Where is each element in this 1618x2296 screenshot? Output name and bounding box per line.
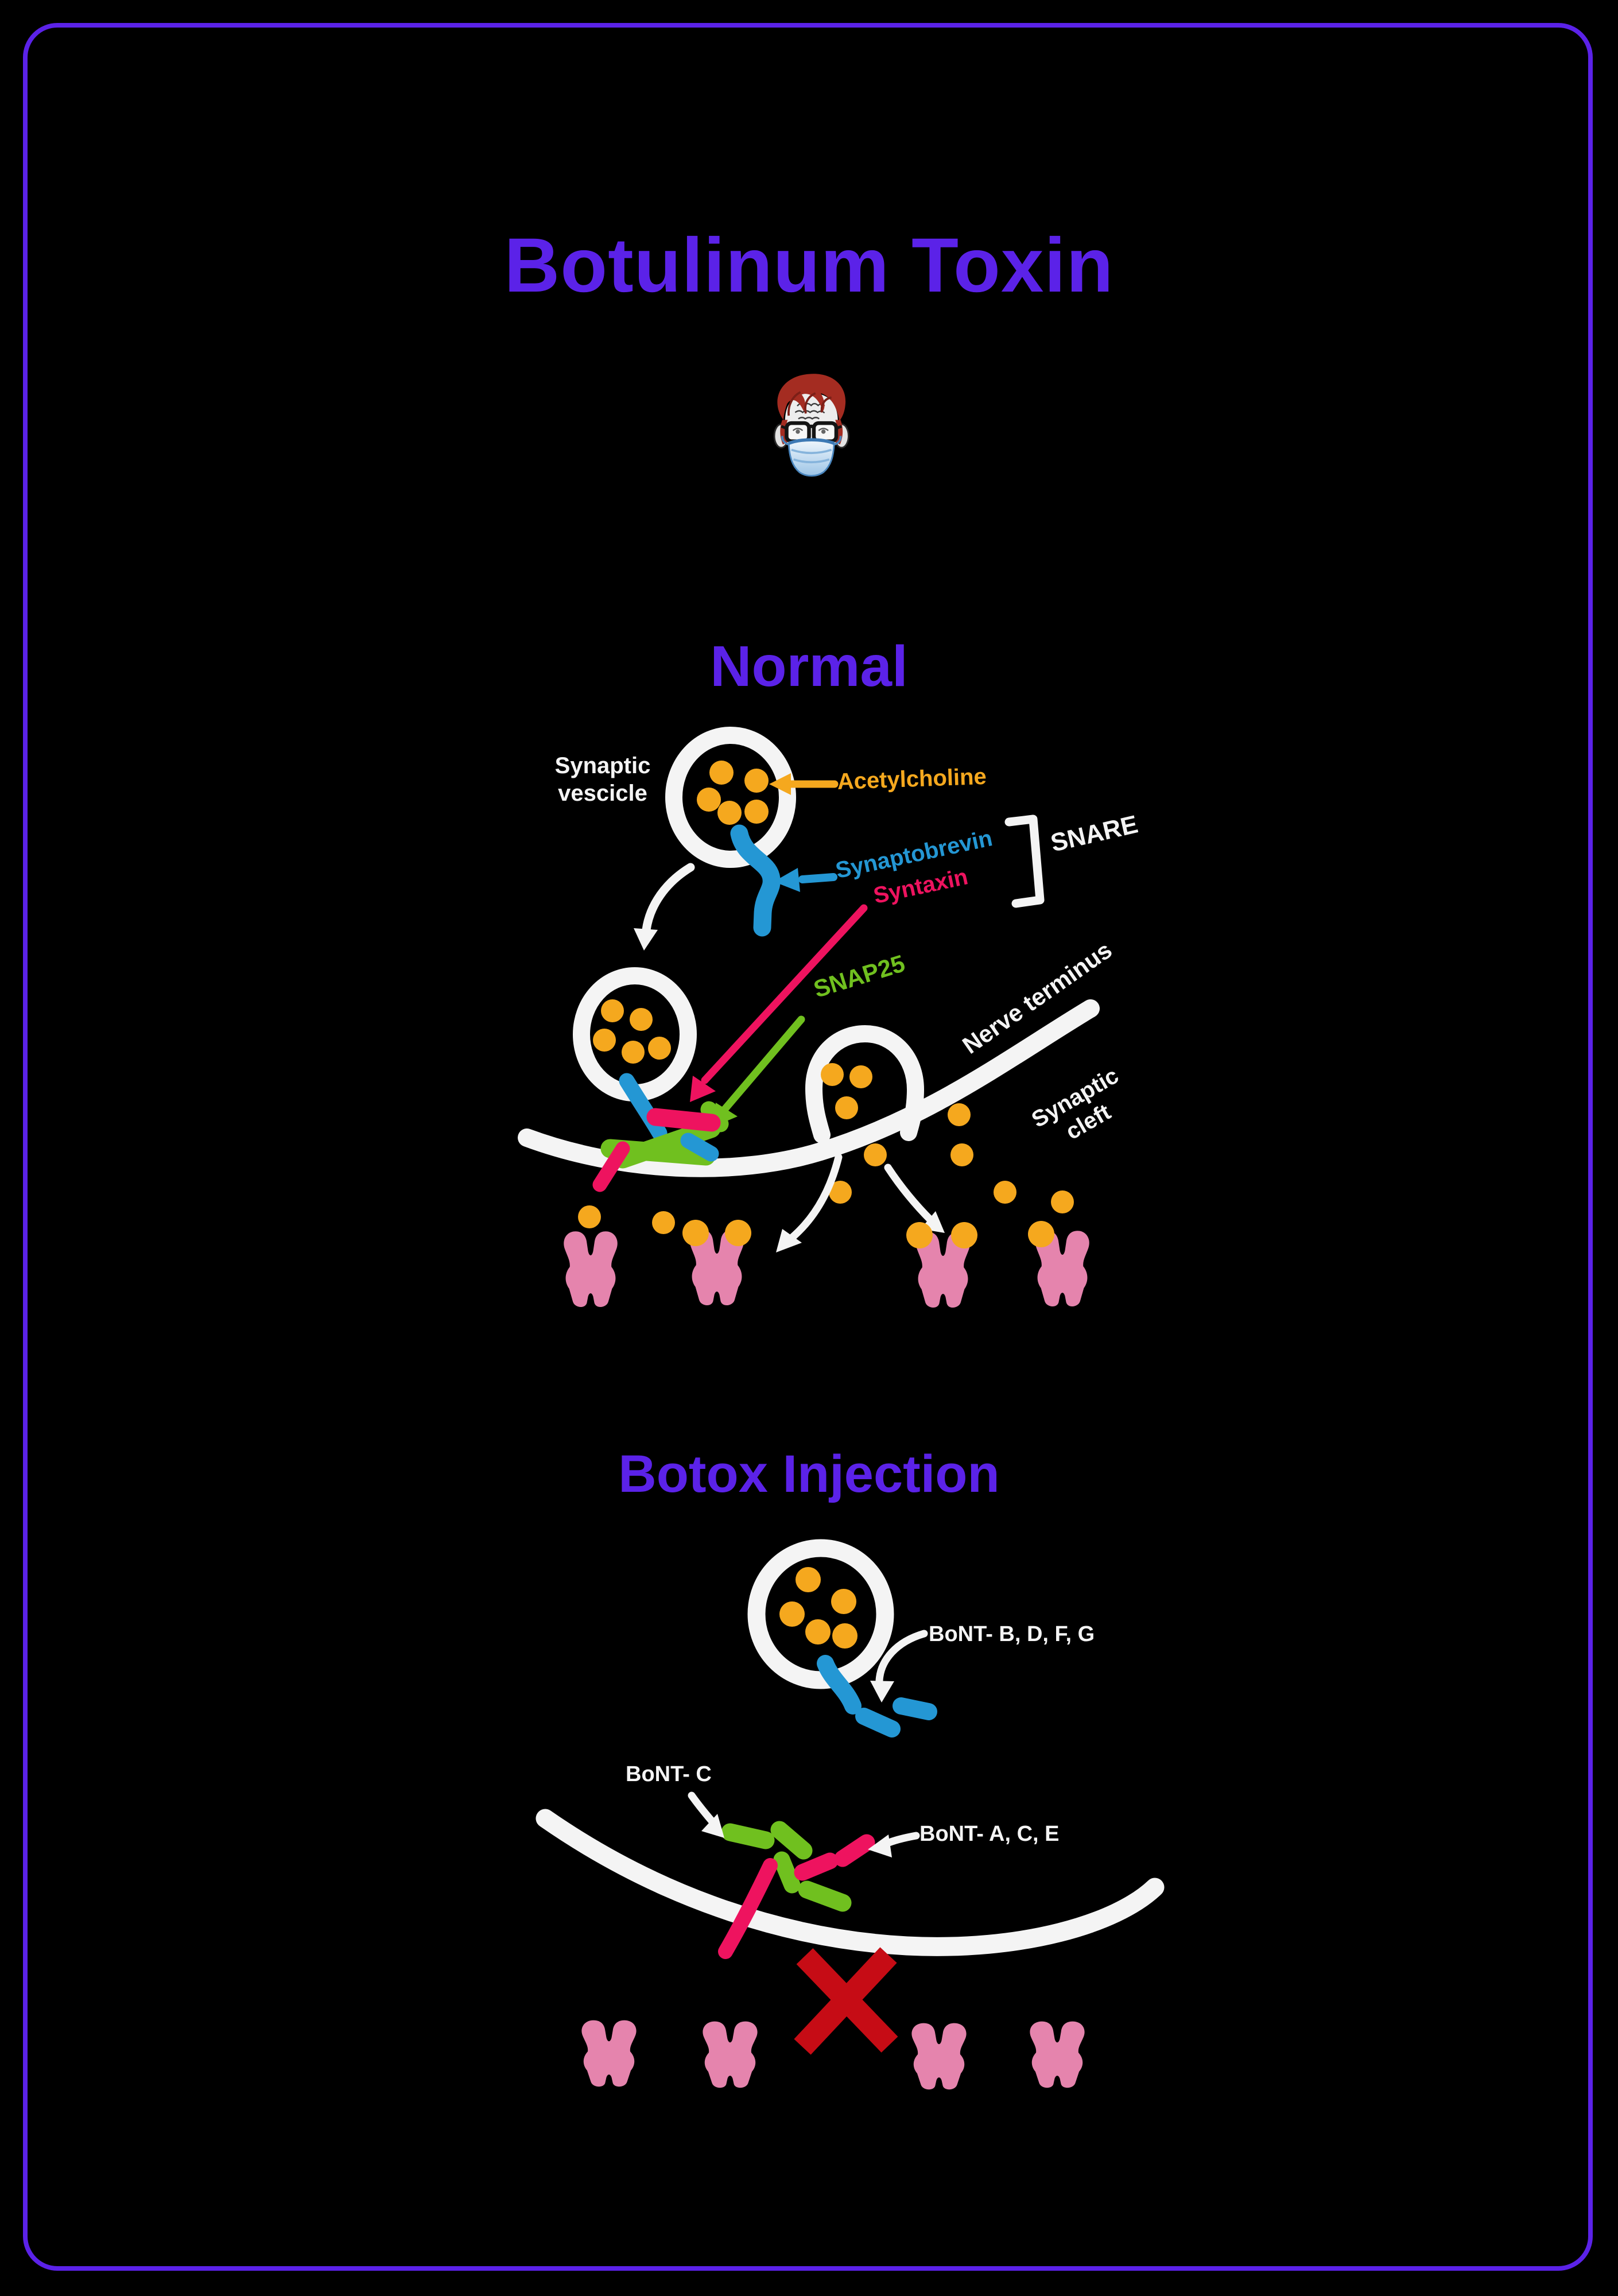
label-bont-c: BoNT- C bbox=[626, 1762, 712, 1786]
docked-vesicle bbox=[573, 967, 697, 1102]
snare-bracket bbox=[1004, 815, 1045, 908]
bont-c-arrow bbox=[688, 1791, 724, 1838]
synaptobrevin-strand bbox=[730, 824, 781, 937]
label-synaptic-vesicle: Synaptic vescicle bbox=[554, 753, 651, 806]
section-heading-botox: Botox Injection bbox=[618, 1445, 1000, 1503]
release-arrow-left bbox=[776, 1153, 843, 1252]
snap25-arrow bbox=[712, 1015, 805, 1127]
avatar-mask-straps bbox=[781, 436, 842, 446]
masked-scientist-avatar-icon bbox=[773, 374, 849, 477]
vesicle-docking-arrow bbox=[634, 863, 695, 951]
normal-diagram bbox=[518, 727, 1100, 1308]
botox-diagram bbox=[536, 1539, 1165, 2090]
avatar-hair-streaks bbox=[787, 391, 832, 416]
cleaved-synaptobrevin bbox=[817, 1655, 937, 1737]
page-title: Botulinum Toxin bbox=[504, 222, 1114, 308]
synaptobrevin-arrow bbox=[774, 868, 837, 892]
label-bont-ace: BoNT- A, C, E bbox=[919, 1822, 1060, 1846]
fusing-vesicle bbox=[805, 1025, 924, 1143]
avatar-hair bbox=[777, 374, 846, 421]
avatar-glasses-temples bbox=[781, 425, 843, 430]
bont-ace-arrow bbox=[868, 1832, 920, 1857]
blocked-release-x-icon bbox=[794, 1947, 898, 2055]
receptor-bound-acetylcholine bbox=[682, 1220, 1054, 1248]
released-acetylcholine-dots bbox=[578, 1103, 1074, 1234]
bont-bdfg-arrow bbox=[870, 1630, 928, 1702]
cleaved-syntaxin bbox=[718, 1834, 875, 1959]
avatar-eyes bbox=[792, 428, 829, 432]
acetylcholine-receptors-normal bbox=[564, 1230, 1089, 1308]
avatar-glasses-bridge bbox=[808, 424, 815, 429]
avatar-surgical-mask bbox=[787, 439, 835, 477]
cleaved-snap25 bbox=[721, 1821, 852, 1912]
acetylcholine-dots bbox=[697, 761, 769, 825]
label-bont-bdfg: BoNT- B, D, F, G bbox=[929, 1622, 1095, 1646]
label-acetylcholine: Acetylcholine bbox=[837, 763, 987, 794]
botox-synaptic-vesicle bbox=[747, 1539, 894, 1689]
snare-complex bbox=[592, 1073, 729, 1192]
syntaxin-arrow bbox=[690, 904, 868, 1102]
botox-membrane bbox=[536, 1809, 1165, 1956]
synaptic-vesicle bbox=[665, 727, 796, 868]
section-heading-normal: Normal bbox=[710, 634, 908, 699]
avatar-mask-folds bbox=[791, 448, 832, 464]
acetylcholine-arrow bbox=[769, 773, 839, 795]
